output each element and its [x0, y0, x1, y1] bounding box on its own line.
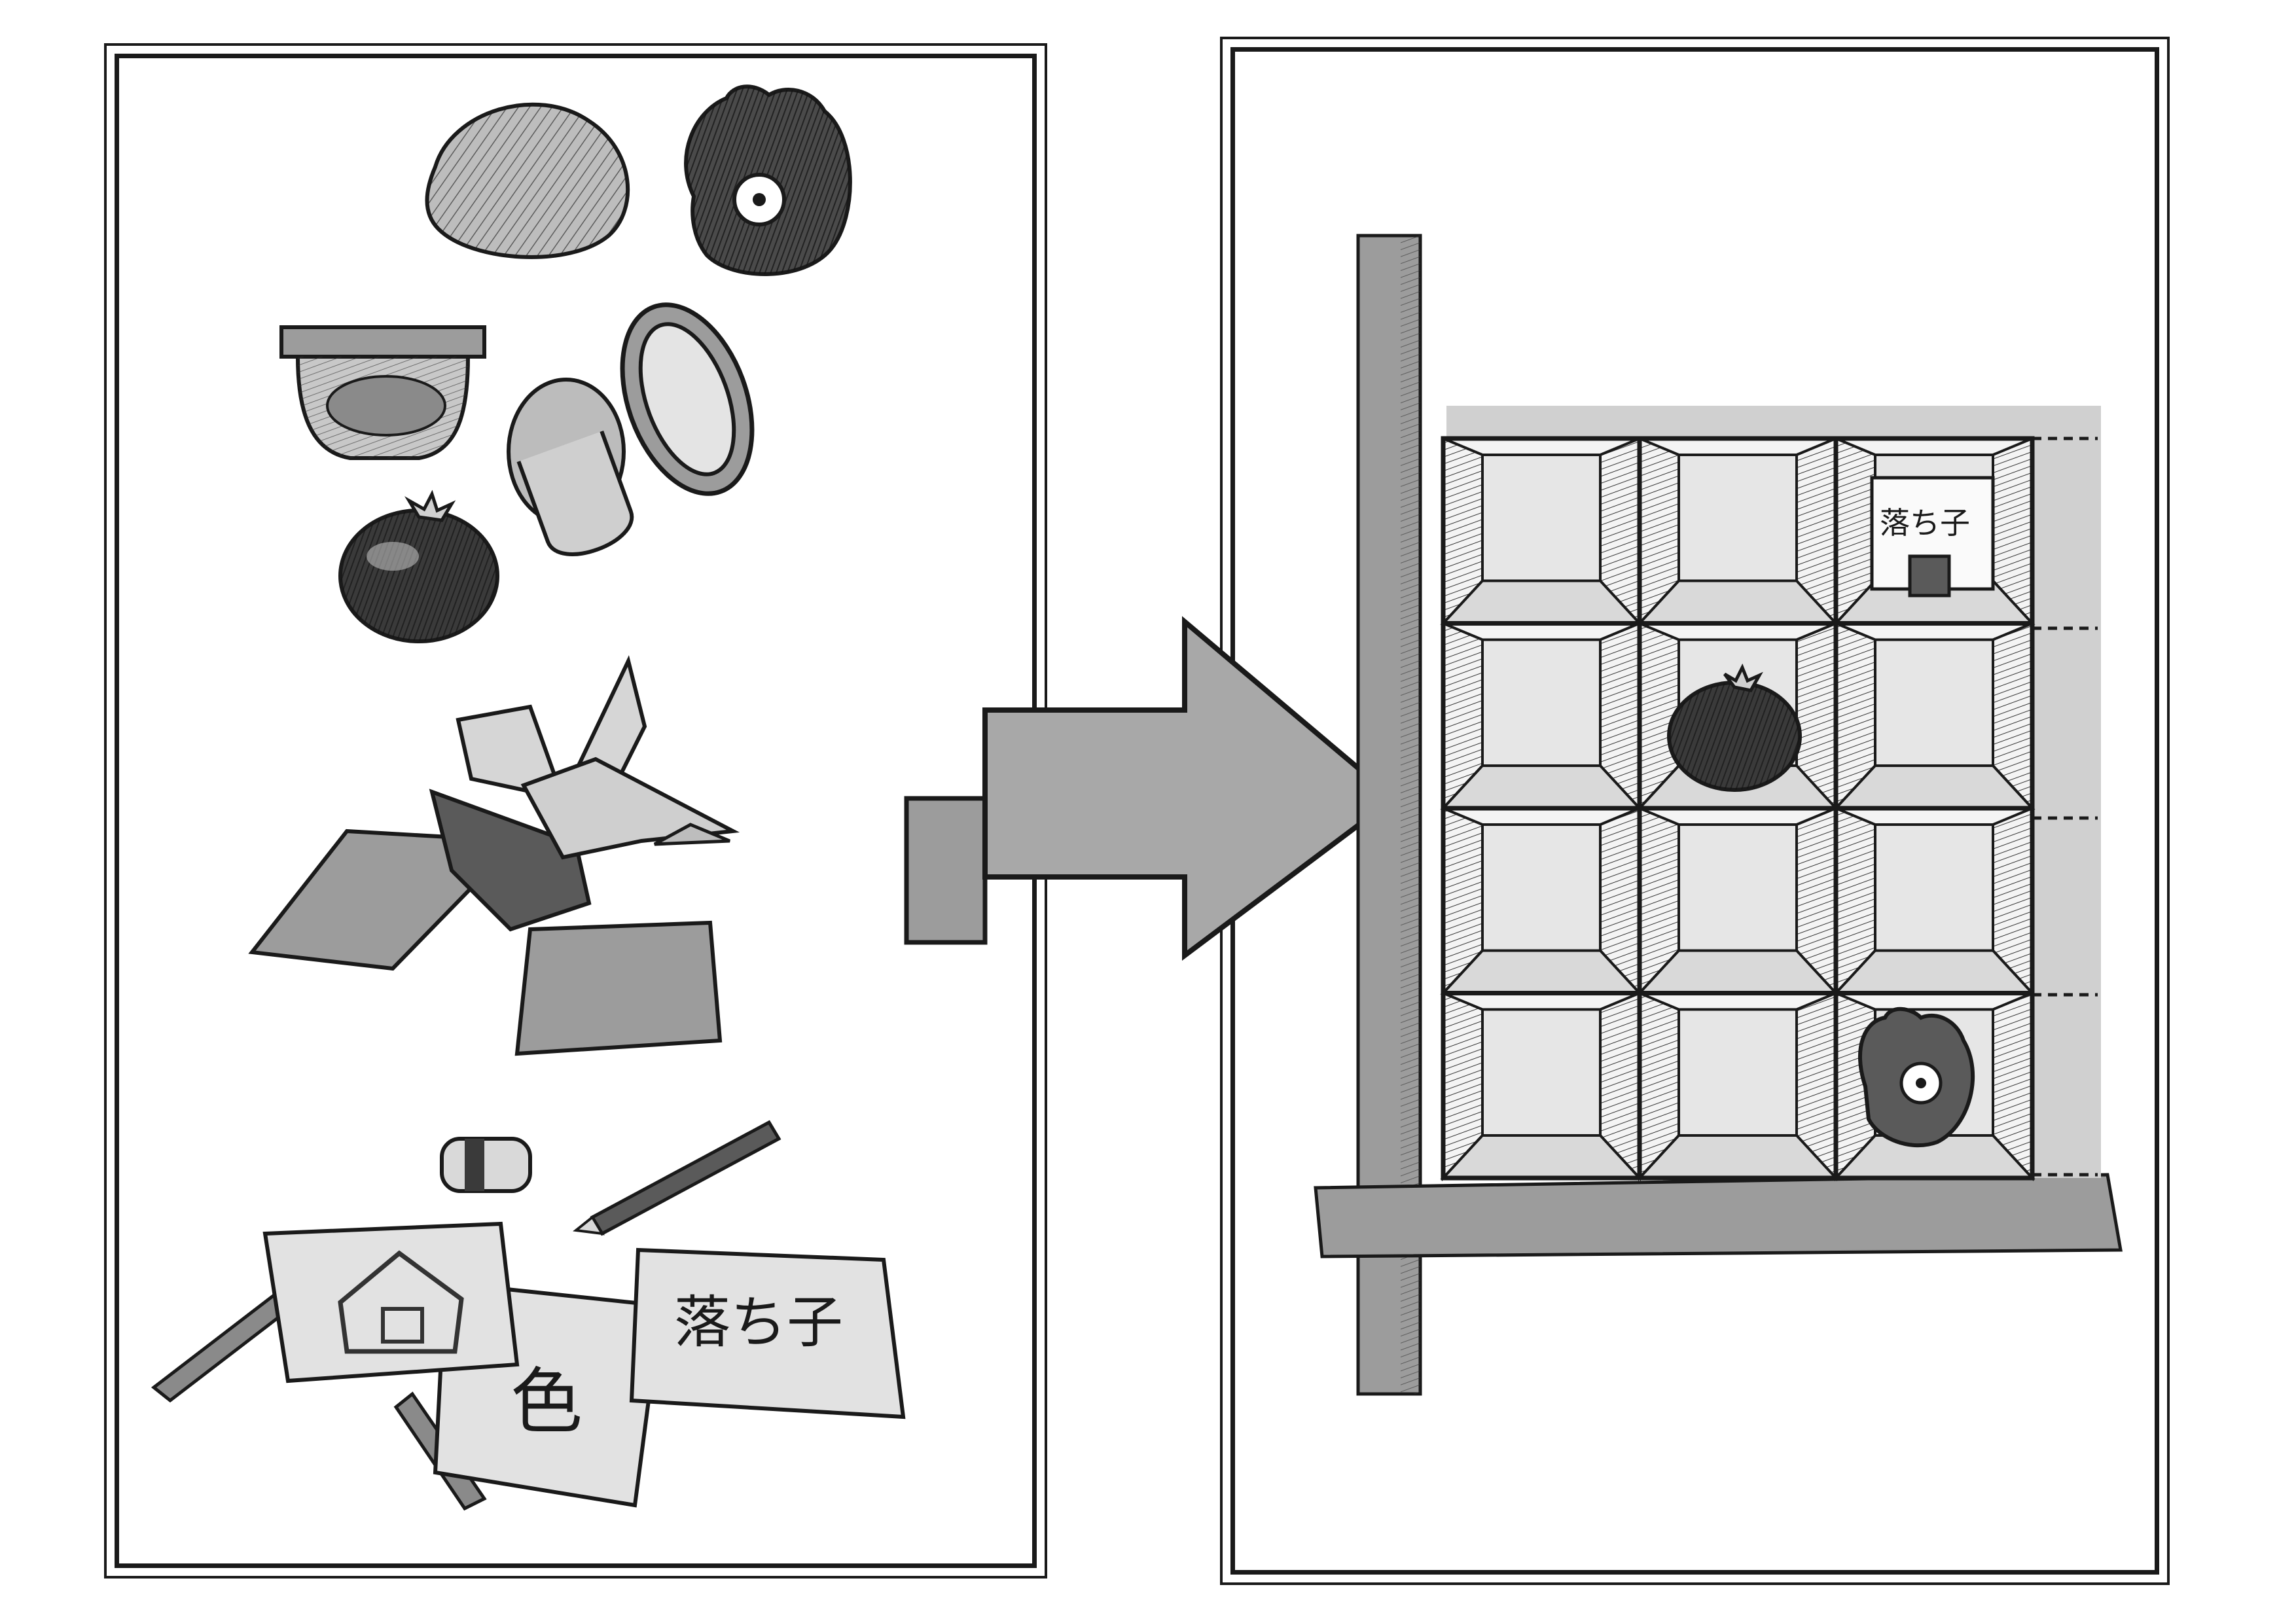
- tin-box-item: [507, 302, 755, 556]
- eraser-item: [440, 1137, 532, 1193]
- shelf-clay-figure: [1858, 1007, 1975, 1148]
- shelf-pomegranate: [1667, 663, 1802, 792]
- clay-figure-item: [684, 84, 852, 276]
- cubby-back: [1481, 638, 1602, 767]
- cubby-back: [1874, 638, 1994, 767]
- house-doodle-icon: [338, 1250, 464, 1354]
- cubby-back: [1677, 454, 1798, 582]
- cubby-shelf: [1440, 436, 2036, 1182]
- cubby-back: [1481, 823, 1602, 952]
- shelf-label-card: [1870, 476, 1995, 597]
- leader-lines: [2032, 437, 2098, 1177]
- stone-item: [425, 102, 630, 259]
- shelf-ledge: [1314, 1173, 2123, 1258]
- cubby-frame: [1833, 991, 2035, 1181]
- paper-crane-item: [248, 655, 740, 1056]
- card-text-name: 落ち子: [674, 1290, 843, 1355]
- drawing-cards: [262, 1221, 906, 1508]
- cubby-back: [1874, 823, 1994, 952]
- shelf-label-text: 落ち子: [1880, 505, 1970, 541]
- pomegranate-item: [338, 490, 499, 643]
- cubby-back: [1677, 823, 1798, 952]
- cubby-back: [1481, 1008, 1602, 1137]
- cubby-back: [1677, 1008, 1798, 1137]
- cubby-back: [1481, 454, 1602, 582]
- clay-cup-item: [279, 325, 486, 460]
- arrow-right-icon: [904, 616, 1399, 961]
- card-text-color: 色: [511, 1360, 583, 1444]
